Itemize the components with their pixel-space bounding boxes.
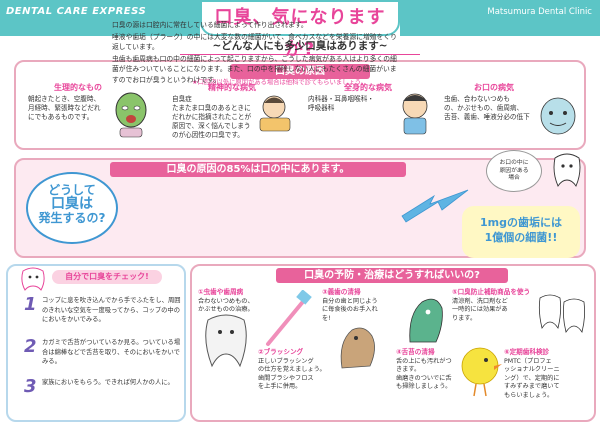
fact-line: 1億個の細菌!! [484,231,558,244]
cause-mental: 精神的な病気 自臭症 たまたま口臭のあるときに だれかに指摘されたことが 原因で… [172,82,310,139]
causes-note: ★口腔内以外に原因がある場合は他科で診てもらいましょう。 [192,79,367,86]
prevention-section [190,264,596,422]
cause-title: 生理的なもの [54,83,102,92]
cause-body: 自臭症 たまたま口臭のあるときに だれかに指摘されたことが 原因で、深く悩んでし… [172,95,252,139]
tip-body: 自分の歯と同じよう に毎食後のお手入れ を! [322,297,378,322]
tooth-character-icon [553,153,581,187]
tip-title: ⑥定期歯科検診 [504,348,550,356]
cause-body: 虫歯、合わないつめも の、かぶせもの、歯周病、 舌苔、義歯、唾液分必の低下 [444,95,530,121]
causes-heading: 口臭の原因 [230,64,370,79]
fact-line: 1mgの歯垢には [480,216,562,229]
tip-denture: ③義歯の清掃 自分の歯と同じよう に毎食後のお手入れ を! [322,288,402,323]
tip-products: ⑤口臭防止補助商品を使う 清涼剤、洗口剤など 一時的には効果があ ります。 [452,288,532,323]
arrow-icon [401,189,469,223]
mouth-cause-bubble: お口の中に 原因がある 場合 [486,150,542,192]
prevention-heading: 口臭の予防・治療はどうすればいいの? [276,268,508,283]
question-line: どうして [48,183,96,197]
sick-person-icon [402,93,428,135]
selfcheck-section [6,264,186,422]
tip-title: ③義歯の清掃 [322,288,361,296]
page-subtitle: ~どんな人にも多少口臭はあります~ [212,40,388,52]
header-left-band: DENTAL CARE EXPRESS [0,0,200,36]
tip-title: ⑤口臭防止補助商品を使う [452,288,531,296]
tooth-mascot-icon [21,267,45,291]
item-number: 1 [24,294,37,315]
tip-cavity: ①虫歯や歯周病 合わないつめもの、 かぶせものの治療。 [198,288,282,315]
tip-brushing: ②ブラッシング 正しいブラッシング の仕方を覚えましょう。 歯間ブラシやフロス … [258,348,344,392]
question-line: 発生するの? [38,211,106,225]
item-text: カガミで舌苔がついているか見る。ついている場合は綿棒などで舌苔を取り、そのにおい… [42,339,181,365]
item-text: 家族においをもらう。できれば何人かの人に。 [42,379,174,386]
cause-physiological: 生理的なもの 朝起きたとき、空腹時、 月経時、緊張時などだれ にでもあるものです… [28,82,166,138]
item-number: 3 [24,376,37,397]
tip-tongue: ④舌苔の清掃 舌の上にも汚れがつ きます。 歯磨きのついでに舌 も掃除しましょう… [396,348,480,392]
cause85-body: 口臭の源は口腔内に常在している細菌によって作り出されます。 唾液や歯垢（プラーク… [112,20,402,86]
tip-body: 清涼剤、洗口剤など 一時的には効果があ ります。 [452,297,508,322]
tip-body: 合わないつめもの、 かぶせものの治療。 [198,297,254,314]
selfcheck-item: 2 カガミで舌苔がついているか見る。ついている場合は綿棒などで舌苔を取り、そのに… [24,336,182,372]
tip-body: 舌の上にも汚れがつ きます。 歯磨きのついでに舌 も掃除しましょう。 [396,357,452,391]
cause-body: 朝起きたとき、空腹時、 月経時、緊張時などだれ にでもあるものです。 [28,95,101,121]
cause-title: 全身的な病気 [344,83,392,92]
cause-systemic: 全身的な病気 内科器・耳鼻咽喉科・ 呼吸器科 [308,82,446,138]
paragraph: 唾液や歯垢（プラーク）の中には大変な数の細菌がいて、食べカスなどを栄養源に増殖を… [112,32,397,52]
toothbrush-icon [266,290,312,346]
question-bubble: どうして 口臭は 発生するの? [26,172,118,244]
cause-oral: お口の病気 虫歯、合わないつめも の、かぶせもの、歯周病、 舌苔、義歯、唾液分必… [444,82,582,138]
tip-title: ④舌苔の清掃 [396,348,435,356]
tip-title: ②ブラッシング [258,348,304,356]
selfcheck-item: 3 家族においをもらう。できれば何人かの人に。 [24,376,182,406]
clinic-name: Matsumura Dental Clinic [487,7,592,17]
chick-character-icon [461,347,502,397]
selfcheck-heading: 自分で口臭をチェック! [52,270,162,284]
teeth-characters-icon [538,294,586,333]
cause85-heading: 口臭の原因の85%は口の中にあります。 [110,162,406,177]
item-number: 2 [24,336,37,357]
tooth-icon [205,314,247,368]
title-box: 口臭、気になりますか? [200,0,400,60]
tip-body: PMTC（プロフェ ッショナルクリーニ ング）で、定期的に すみずみまで磨いて … [504,357,560,399]
cause-body: 内科器・耳鼻咽喉科・ 呼吸器科 [308,95,374,112]
sleepy-person-icon [115,92,147,138]
cause-title: 精神的な病気 [208,83,256,92]
cause-title: お口の病気 [474,83,514,92]
bacteria-fact: 1mgの歯垢には 1億個の細菌!! [462,206,580,258]
question-line: 口臭は [51,196,93,212]
worried-person-icon [259,95,291,132]
header-right-band: Matsumura Dental Clinic [400,0,600,36]
brand-logo: DENTAL CARE EXPRESS [6,6,147,17]
bubble-text: お口の中に 原因がある 場合 [499,160,529,181]
paragraph: 虫歯も歯周病も口の中の細菌によって起こりますから、こうした病気がある人はより多く… [112,54,397,84]
selfcheck-item: 1 コップに息を吹き込んでから手でふたをし、周囲のきれいな空気を一度吸ってから、… [24,294,182,330]
tongue-cleaner-icon [340,327,375,369]
subtitle-divider [180,54,420,55]
item-text: コップに息を吹き込んでから手でふたをし、周囲のきれいな空気を一度吸ってから、コッ… [42,297,181,323]
tip-body: 正しいブラッシング の仕方を覚えましょう。 歯間ブラシやフロス を上手に併用。 [258,357,326,391]
tip-title: ①虫歯や歯周病 [198,288,244,296]
paragraph: 口臭の源は口腔内に常在している細菌によって作り出されます。 [112,21,308,29]
bad-breath-face-icon [540,97,576,135]
tip-checkup: ⑥定期歯科検診 PMTC（プロフェ ッショナルクリーニ ング）で、定期的に すみ… [504,348,592,401]
mouthwash-icon [409,298,443,343]
